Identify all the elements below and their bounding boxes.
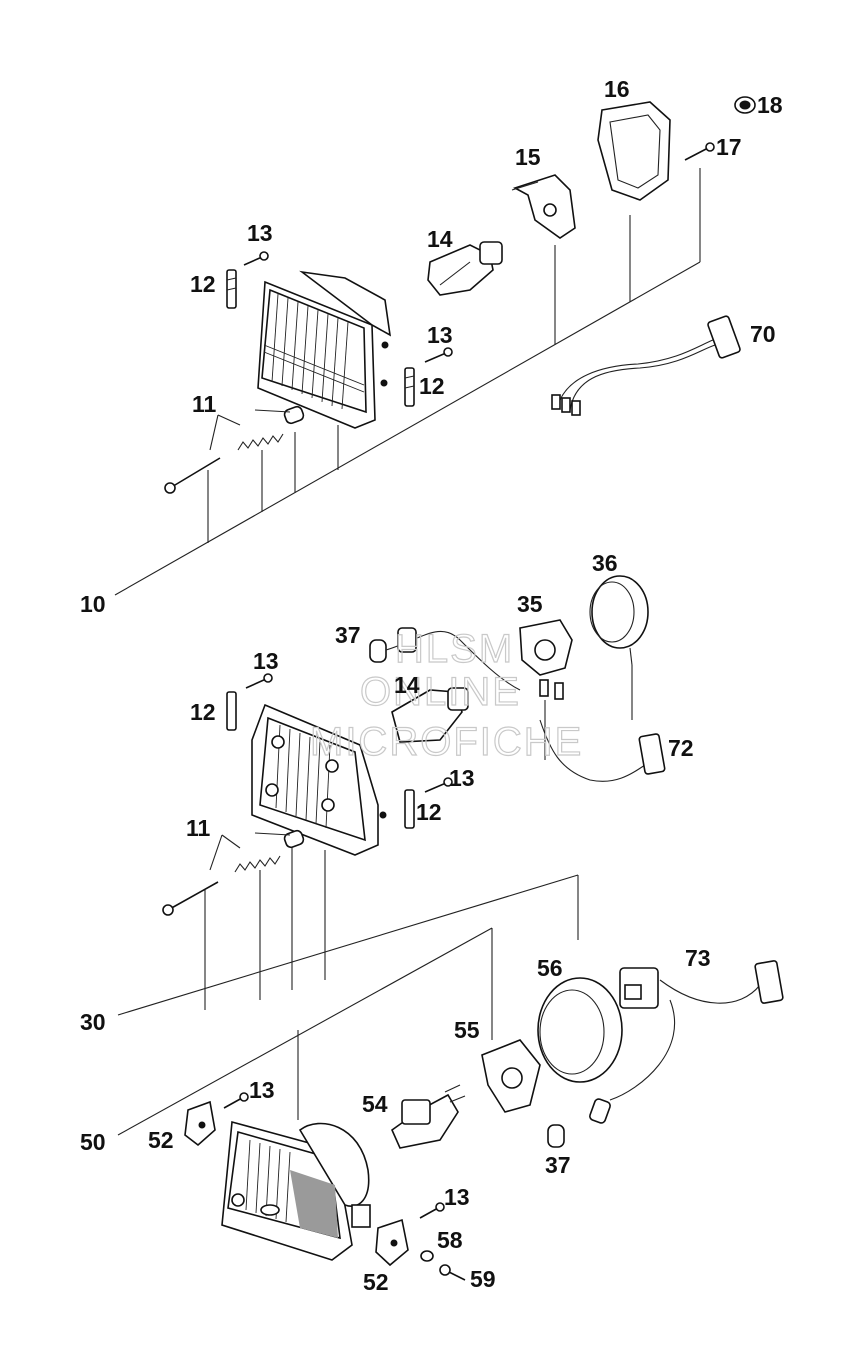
label-12: 12 (190, 699, 216, 725)
label-54: 54 (362, 1091, 388, 1117)
screw-13-mid-b (424, 777, 453, 793)
bolt-59 (439, 1264, 466, 1281)
label-13: 13 (247, 220, 273, 246)
label-14: 14 (394, 672, 420, 698)
label-13: 13 (249, 1077, 275, 1103)
label-13: 13 (427, 322, 453, 348)
label-73: 73 (685, 945, 711, 971)
label-13: 13 (449, 765, 475, 791)
headlight-unit-10 (257, 270, 392, 429)
pilot-bulb-37-bottom (547, 1124, 565, 1148)
wire-harness-72 (539, 679, 666, 782)
wire-harness-73 (589, 960, 784, 1124)
screw-13-top-a (243, 251, 269, 266)
label-59: 59 (470, 1266, 496, 1292)
assembly-30 (117, 575, 666, 1040)
label-30: 30 (80, 1009, 106, 1035)
label-12: 12 (416, 799, 442, 825)
assembly-50 (117, 927, 784, 1281)
headlight-unit-30 (251, 703, 387, 856)
label-37: 37 (545, 1152, 571, 1178)
label-17: 17 (716, 134, 742, 160)
screw-13-mid-a (245, 673, 273, 689)
clip-12-mid-a (226, 691, 237, 731)
label-13: 13 (444, 1184, 470, 1210)
watermark: HLSM ONLINE MICROFICHE (309, 626, 583, 764)
label-52: 52 (148, 1127, 174, 1153)
bulb-14-top (427, 241, 503, 296)
bracket-52-left (184, 1100, 216, 1147)
label-15: 15 (515, 144, 541, 170)
label-37: 37 (335, 622, 361, 648)
wire-harness-70 (551, 315, 741, 416)
rim-56 (537, 977, 623, 1083)
label-10: 10 (80, 591, 106, 617)
bracket-52-right (375, 1218, 409, 1267)
grommet-18 (734, 96, 756, 114)
screw-13-bottom-a (223, 1092, 249, 1109)
label-11: 11 (186, 815, 211, 841)
screw-13-top-b (424, 347, 453, 363)
adjuster-11-mid (162, 829, 305, 916)
leader-base-10 (114, 261, 701, 596)
clip-12-top-a (226, 269, 237, 309)
rim-36 (589, 575, 649, 666)
bulb-14-mid (391, 687, 469, 743)
label-50: 50 (80, 1129, 106, 1155)
pilot-bulb-37-mid (369, 627, 521, 691)
screw-13-bottom-b (419, 1202, 445, 1219)
label-12: 12 (419, 373, 445, 399)
label-13: 13 (253, 648, 279, 674)
label-14: 14 (427, 226, 453, 252)
label-55: 55 (454, 1017, 480, 1043)
label-72: 72 (668, 735, 694, 761)
label-58: 58 (437, 1227, 463, 1253)
callout-labels: 10 11 12 13 14 15 16 17 18 12 13 70 30 1… (80, 76, 783, 1295)
clip-12-top-b (404, 367, 415, 407)
adjuster-11-top (164, 405, 305, 494)
leader-base-50 (117, 927, 493, 1136)
watermark-line-3: MICROFICHE (310, 720, 583, 764)
bracket-15 (511, 174, 576, 239)
assembly-10 (114, 96, 756, 596)
cover-16 (597, 101, 671, 201)
label-12: 12 (190, 271, 216, 297)
label-11: 11 (192, 391, 217, 417)
label-56: 56 (537, 955, 563, 981)
watermark-line-1: HLSM (395, 627, 514, 671)
socket-35 (519, 619, 573, 676)
label-36: 36 (592, 550, 618, 576)
leader-base-30 (117, 874, 579, 1016)
socket-55 (481, 1039, 541, 1113)
bulb-54 (391, 1084, 466, 1149)
watermark-line-2: ONLINE (360, 670, 521, 714)
label-16: 16 (604, 76, 630, 102)
clip-12-mid-b (404, 789, 415, 829)
screw-17 (684, 142, 715, 161)
washer-58 (420, 1250, 434, 1262)
label-70: 70 (750, 321, 776, 347)
label-35: 35 (517, 591, 543, 617)
label-52: 52 (363, 1269, 389, 1295)
label-18: 18 (757, 92, 783, 118)
headlight-unit-50 (221, 1120, 371, 1261)
